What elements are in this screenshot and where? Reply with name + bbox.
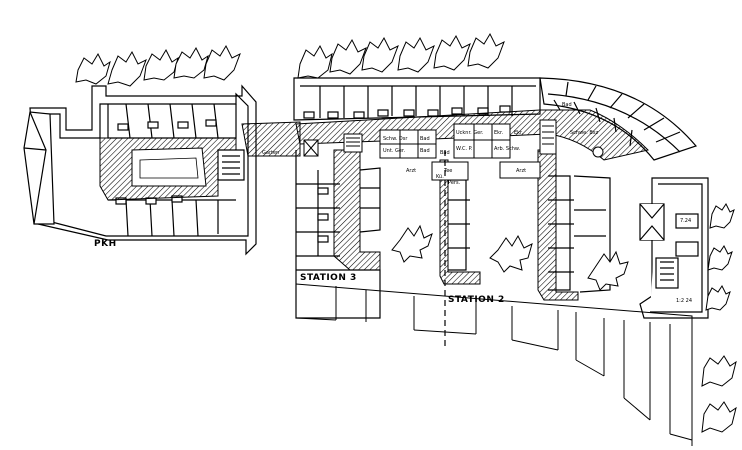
pkh-label: PKH bbox=[94, 239, 117, 249]
east-annex-building bbox=[639, 177, 709, 319]
round-column bbox=[592, 146, 604, 158]
room-label-dim-1: 7.24 bbox=[680, 218, 691, 224]
room-label-unt-geraet: Unt. Ger. bbox=[383, 148, 406, 154]
room-label-bad-3: Bad bbox=[562, 102, 572, 108]
lower-site-outline bbox=[295, 283, 693, 446]
room-label-schw-dsr: Schw. Dsr bbox=[383, 136, 408, 142]
room-label-bad-2: Bad bbox=[420, 148, 430, 154]
room-label-dim-2: 1:2 24 bbox=[676, 298, 692, 304]
courtyard-trees bbox=[391, 224, 629, 291]
room-label-bad-4: Bad bbox=[440, 150, 450, 156]
room-label-schwe-bsz: Schwe. Bsz bbox=[570, 130, 598, 136]
room-label-wc-p: W.C. P. bbox=[456, 146, 473, 152]
connecting-corridor bbox=[241, 121, 301, 157]
room-label-ekr-1: Ekr. bbox=[494, 130, 504, 136]
service-rooms bbox=[303, 119, 557, 181]
tree-row-top bbox=[75, 32, 505, 87]
east-trees bbox=[701, 203, 737, 433]
room-label-kuche: Kü. bbox=[436, 174, 444, 180]
main-building-outline bbox=[293, 77, 698, 319]
pkh-courtyard bbox=[131, 147, 207, 187]
station3-label: STATION 3 bbox=[300, 273, 357, 283]
room-label-arzt-1: Arzt bbox=[406, 168, 416, 174]
station1-hatched-wing bbox=[537, 149, 579, 301]
station2-label: STATION 2 bbox=[448, 295, 505, 305]
station3-hatched-wing bbox=[333, 149, 381, 271]
room-label-ucknr-ger: Ucknr. Ger. bbox=[456, 130, 484, 136]
room-label-arb-schw: Arb. Schw. bbox=[494, 146, 521, 152]
room-label-garten: Garten bbox=[262, 150, 279, 156]
room-label-bad-1: Bad bbox=[420, 136, 430, 142]
room-label-arzt-2: Arzt bbox=[516, 168, 526, 174]
room-label-ekr-2: Ekr. bbox=[514, 130, 524, 136]
room-label-tee: Tee bbox=[443, 168, 452, 174]
room-label-personal: Pers. bbox=[448, 180, 461, 186]
